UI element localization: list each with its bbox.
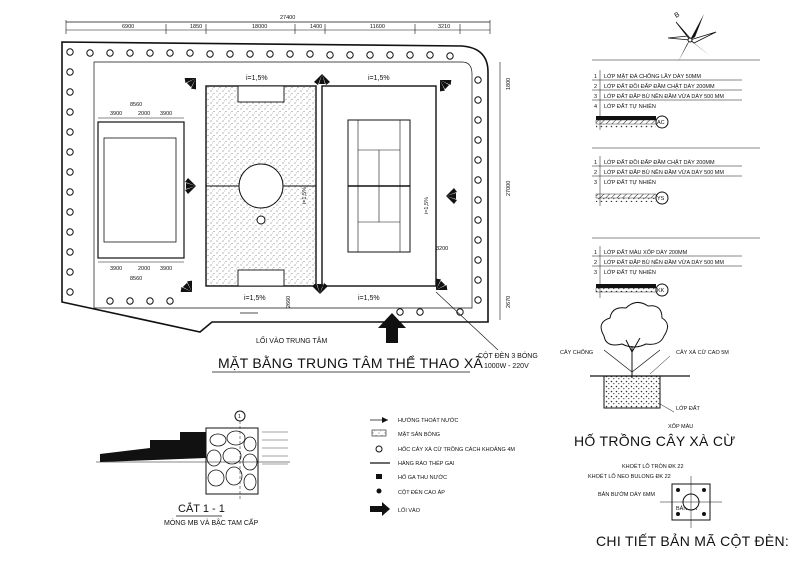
plate-hole-label: KHOÉT LỖ TRÒN ĐK 22: [622, 463, 684, 470]
dim-top-2: 1850: [190, 24, 202, 30]
slope-label-2: i=1,5%: [368, 75, 390, 82]
kk-text-3: LỚP ĐẤT TỰ NHIÊN: [604, 268, 656, 276]
layer-section-kk: 1 LỚP ĐẤT MÀU XỐP DÀY 200MM 2 LỚP ĐẤT ĐẮ…: [592, 237, 760, 298]
legend-item: CỘT ĐÈN CAO ÁP: [376, 488, 445, 496]
ys-text-1: LỚP ĐẤT ĐỒI ĐẤP ĐẦM CHẶT DÀY 200MM: [604, 159, 715, 166]
tree-loam-label: XỐP MÀU: [668, 423, 693, 430]
legend-item: MẶT SÂN BÓNG: [371, 429, 440, 438]
dim-top-3: 18000: [252, 24, 267, 30]
slope-label-1: i=1,5%: [246, 75, 268, 82]
ac-num-1: 1: [594, 74, 597, 80]
stand-dim-1: 8560: [130, 102, 142, 108]
tree-species-label: CÂY XÀ CỪ CAO 5M: [676, 349, 729, 356]
legend-text-6: CỘT ĐÈN CAO ÁP: [398, 489, 445, 496]
stand-dim-2: 3900: [110, 111, 122, 117]
tree-pit-title: HỐ TRỒNG CÂY XÀ CỪ: [574, 432, 736, 449]
legend-item: HỐ GA THU NƯỚC: [376, 474, 447, 481]
kk-num-3: 3: [594, 270, 597, 276]
ys-text-2: LỚP ĐẤT ĐẮP BÙ NỀN ĐẦM VỪA DÀY 500 MM: [604, 168, 724, 176]
kk-num-1: 1: [594, 250, 597, 256]
legend-text-4: HÀNG RÀO THÉP GAI: [398, 460, 455, 467]
ac-badge: AC: [657, 120, 665, 126]
ys-num-1: 1: [594, 160, 597, 166]
dim-total: 27400: [280, 15, 295, 21]
dim-right-1: 1800: [506, 78, 512, 90]
section-1-1: 1 CẮT 1 - 1 MÓNG MB VÀ BẬC TAM CẤP: [96, 410, 290, 527]
plate-bolt-label: KHOÉT LỖ NEO BULONG ĐK 22: [588, 473, 671, 480]
section-subtitle: MÓNG MB VÀ BẬC TAM CẤP: [164, 517, 259, 527]
legend-text-1: HƯỚNG THOÁT NƯỚC: [398, 417, 459, 424]
plate-thickness-label: BẢN BƯỚM DÀY 6MM: [598, 491, 655, 498]
lamp-base-plate: KHOÉT LỖ TRÒN ĐK 22 KHOÉT LỖ NEO BULONG …: [588, 463, 789, 549]
dim-right-4: 2670: [506, 296, 512, 308]
kk-text-1: LỚP ĐẤT MÀU XỐP DÀY 200MM: [604, 249, 688, 256]
stand-dim-4: 3900: [160, 111, 172, 117]
ac-text-2: LỚP ĐẤT ĐỒI ĐẤP ĐẦM CHẶT DÀY 200MM: [604, 83, 715, 90]
dim-misc: 2660: [286, 296, 292, 308]
tree-canopy: [600, 302, 668, 348]
dim-right-2: 27000: [506, 181, 512, 196]
slope-label-3: i=1,5%: [302, 187, 308, 204]
ac-text-3: LỚP ĐẤT ĐẮP BÙ NỀN ĐẦM VỪA DÀY 500 MM: [604, 92, 724, 100]
ac-text-4: LỚP ĐẤT TỰ NHIÊN: [604, 102, 656, 110]
tree-stake-label: CÂY CHỐNG: [560, 349, 593, 356]
legend-item: HỐC CÂY XÀ CỪ TRỒNG CÁCH KHOẢNG 4M: [375, 445, 515, 453]
entrance-arrow-icon: [378, 313, 406, 343]
stand-dim-7: 3900: [160, 266, 172, 272]
site-fence: [61, 41, 489, 333]
slope-label-4: i=1,5%: [424, 197, 430, 214]
section-title: CẮT 1 - 1: [178, 502, 225, 515]
tree-row: [66, 48, 482, 316]
layer-section-ys: 1 LỚP ĐẤT ĐỒI ĐẤP ĐẦM CHẶT DÀY 200MM 2 L…: [592, 147, 760, 206]
tree-pit-detail: CÂY CHỐNG CÂY XÀ CỪ CAO 5M LỚP ĐẤT XỐP M…: [560, 302, 736, 449]
dim-top-5: 11600: [370, 24, 385, 30]
kk-badge: KK: [657, 288, 665, 294]
dim-top-6: 3210: [438, 24, 450, 30]
ac-num-4: 4: [594, 104, 597, 110]
football-field: [205, 85, 317, 287]
legend-text-5: HỐ GA THU NƯỚC: [398, 474, 447, 481]
dim-top-1: 6900: [122, 24, 134, 30]
stand-dim-3: 2000: [138, 111, 150, 117]
stand-dim-6: 2000: [138, 266, 150, 272]
legend-text-2: MẶT SÂN BÓNG: [398, 431, 440, 438]
dim-top-4: 1400: [310, 24, 322, 30]
plate-title: CHI TIẾT BẢN MÃ CỘT ĐÈN:: [596, 533, 789, 549]
legend-text-7: LỐI VÀO: [398, 507, 421, 514]
ys-num-2: 2: [594, 170, 597, 176]
north-label: B: [674, 11, 682, 20]
plan-title: MẶT BẰNG TRUNG TÂM THỂ THAO XÃ: [218, 354, 484, 371]
dim-right-3: 3200: [436, 246, 448, 252]
ac-num-2: 2: [594, 84, 597, 90]
section-marker: 1: [238, 414, 241, 420]
ys-badge: YS: [657, 196, 665, 202]
kk-num-2: 2: [594, 260, 597, 266]
light-pole-icons: [180, 74, 457, 294]
ys-num-3: 3: [594, 180, 597, 186]
tree-soil-label: LỚP ĐẤT: [676, 405, 701, 412]
legend-item: HƯỚNG THOÁT NƯỚC: [370, 417, 459, 424]
legend: HƯỚNG THOÁT NƯỚC MẶT SÂN BÓNG HỐC CÂY XÀ…: [370, 417, 515, 516]
slope-label-5: i=1,5%: [244, 295, 266, 302]
layer-section-ac: 1 LỚP MẶT ĐÁ CHỐNG LẦY DÀY 50MM 2 LỚP ĐẤ…: [592, 59, 760, 130]
legend-item: LỐI VÀO: [370, 502, 421, 516]
light-spec: 1000W - 220V: [484, 363, 529, 370]
stand-dim-5: 3900: [110, 266, 122, 272]
courts-area: [321, 85, 437, 287]
slope-label-6: i=1,5%: [358, 295, 380, 302]
legend-text-3: HỐC CÂY XÀ CỪ TRỒNG CÁCH KHOẢNG 4M: [398, 446, 515, 453]
entrance-label: LỐI VÀO TRUNG TÂM: [256, 335, 327, 345]
light-callout: CỘT ĐÈN 3 BÓNG: [478, 351, 538, 360]
ac-num-3: 3: [594, 94, 597, 100]
grandstand: 8560 3900 2000 3900 3900 2000 3900 8560: [97, 102, 185, 282]
stand-dim-8: 8560: [130, 276, 142, 282]
ys-text-3: LỚP ĐẤT TỰ NHIÊN: [604, 178, 656, 186]
north-arrow: B: [667, 11, 717, 62]
ac-text-1: LỚP MẶT ĐÁ CHỐNG LẦY DÀY 50MM: [604, 73, 701, 80]
legend-item: HÀNG RÀO THÉP GAI: [370, 460, 455, 467]
site-plan: 27400 6900 1850 18000 1400 11600 3210: [61, 15, 538, 373]
kk-text-2: LỚP ĐẤT ĐẮP BÙ NỀN ĐẦM VỪA DÀY 500 MM: [604, 258, 724, 266]
